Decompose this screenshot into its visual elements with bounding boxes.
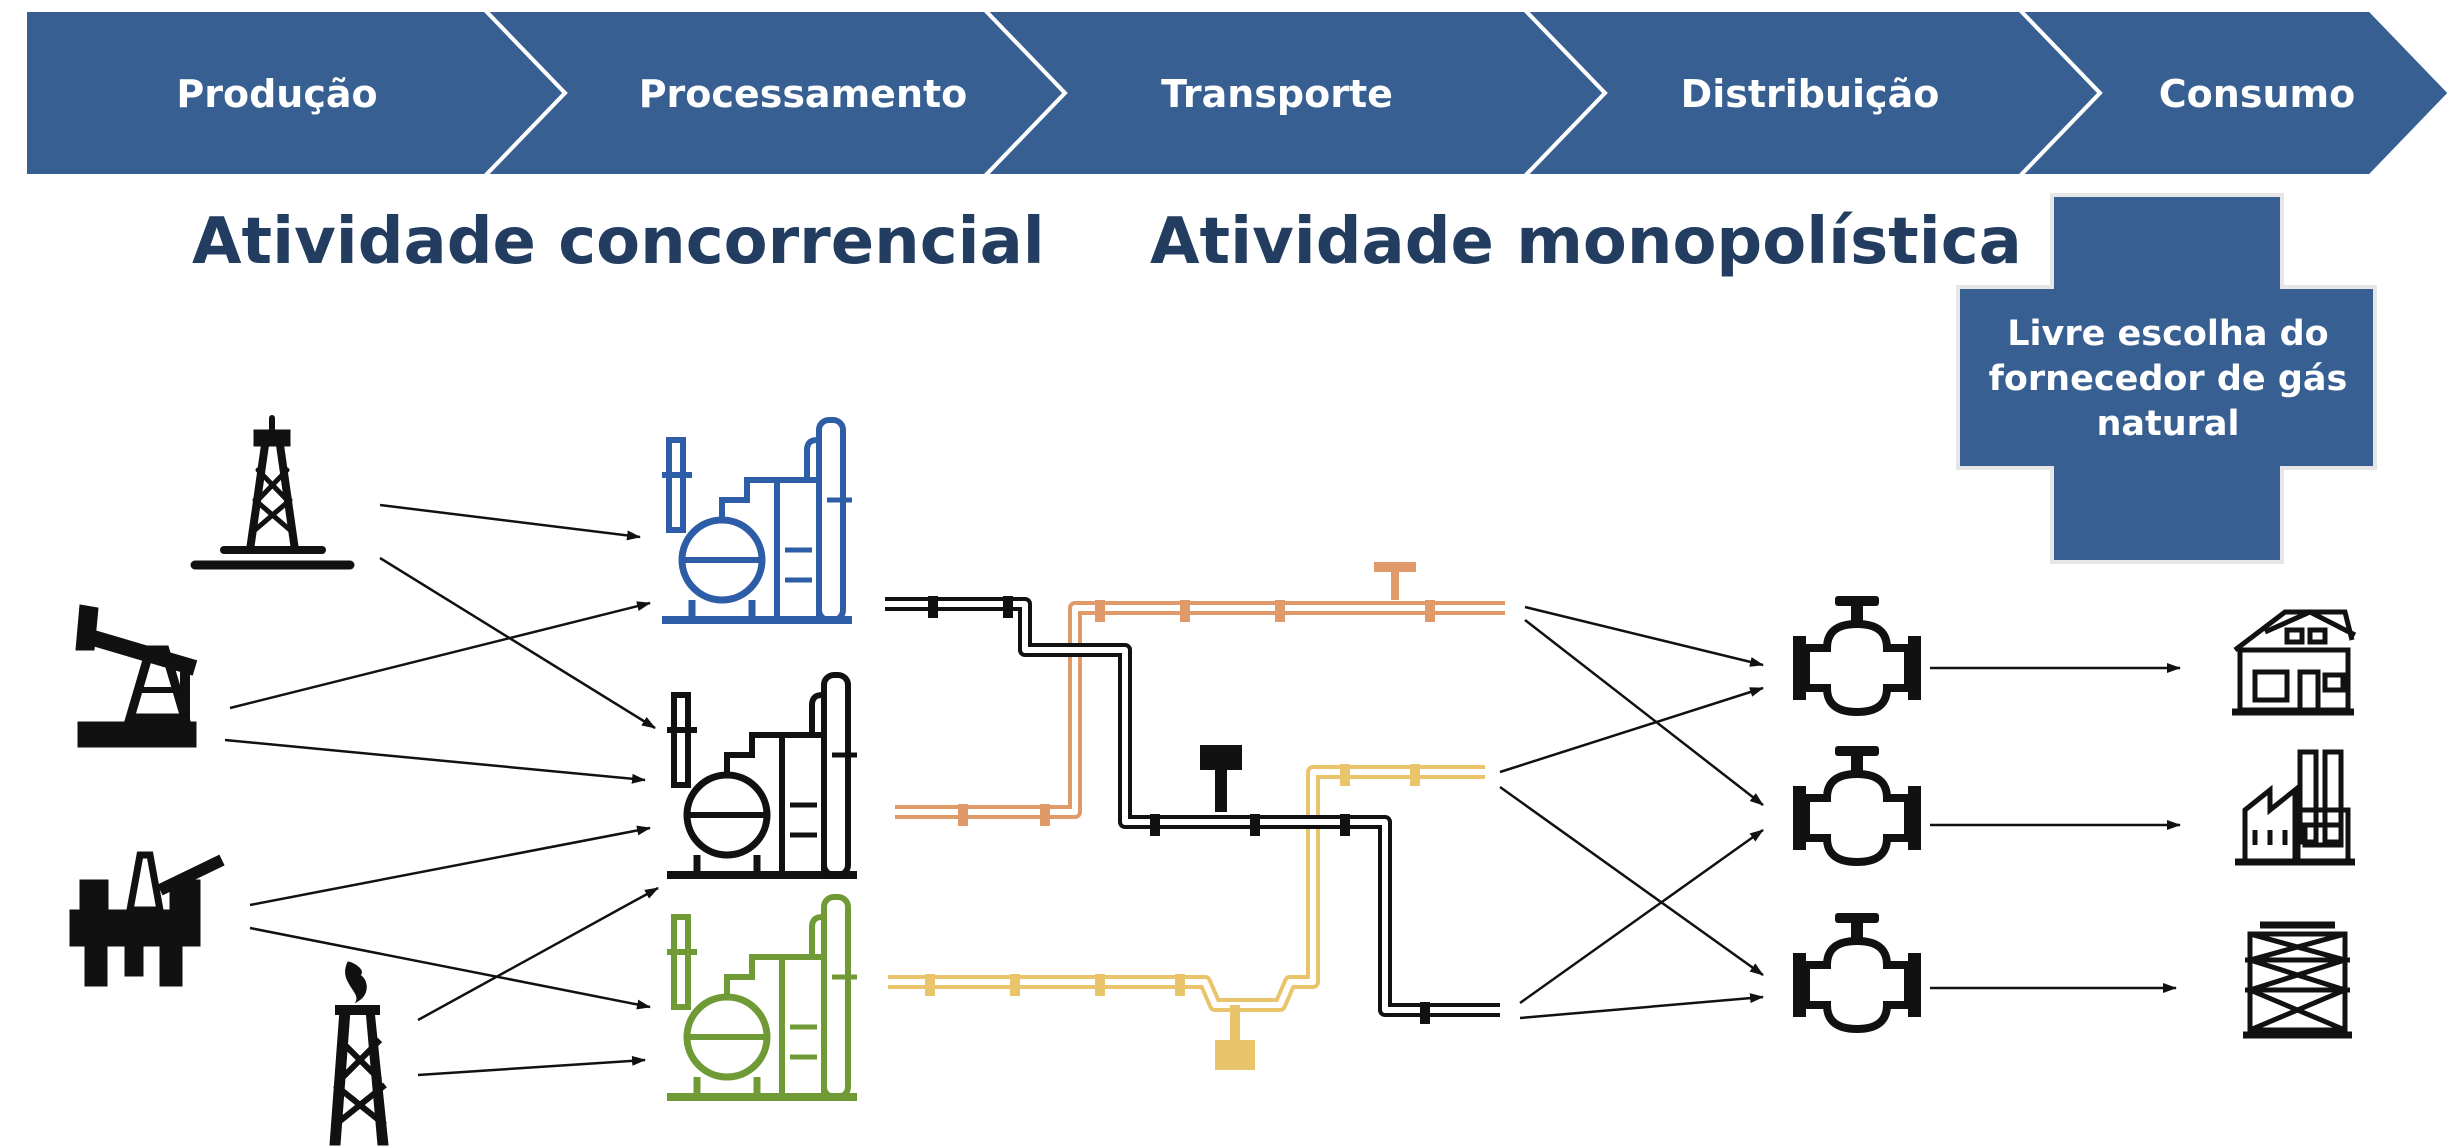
distribution-valve-icon	[1793, 596, 1921, 712]
value-chain-banner: Produção Processamento Transporte Distri…	[23, 8, 2453, 178]
stage-label-processamento: Processamento	[639, 72, 968, 116]
distribution-valve-icon	[1793, 913, 1921, 1029]
distribution-to-consumption-arrows	[1930, 663, 2181, 993]
power-tower-icon	[2243, 921, 2352, 1039]
pipeline-network-icon	[885, 562, 1505, 1070]
processing-plant-blue-icon	[662, 420, 852, 620]
stage-label-consumo: Consumo	[2159, 72, 2355, 116]
distribution-valve-icon	[1793, 746, 1921, 862]
gas-flare-well-icon	[329, 961, 389, 1146]
stage-label-producao: Produção	[176, 72, 377, 116]
pumpjack-icon	[75, 604, 198, 748]
processing-plant-green-icon	[667, 897, 857, 1097]
monopolistic-activity-label: Atividade monopolística	[1150, 205, 2022, 279]
production-to-processing-arrows	[224, 503, 659, 1077]
callout-text: Livre escolha do fornecedor de gás natur…	[1988, 314, 2348, 444]
stage-label-distribuicao: Distribuição	[1681, 72, 1940, 116]
competitive-activity-label: Atividade concorrencial	[192, 205, 1045, 279]
callout-cross	[1956, 193, 2377, 564]
drilling-rig-icon	[190, 415, 355, 570]
residential-house-icon	[2232, 609, 2357, 716]
industry-factory-icon	[2235, 749, 2355, 866]
chevron-consumo	[2015, 8, 2453, 178]
offshore-platform-icon	[69, 851, 225, 987]
transport-to-distribution-arrows	[1499, 605, 1764, 1020]
processing-plant-black-icon	[667, 675, 857, 875]
stage-label-transporte: Transporte	[1161, 72, 1393, 116]
